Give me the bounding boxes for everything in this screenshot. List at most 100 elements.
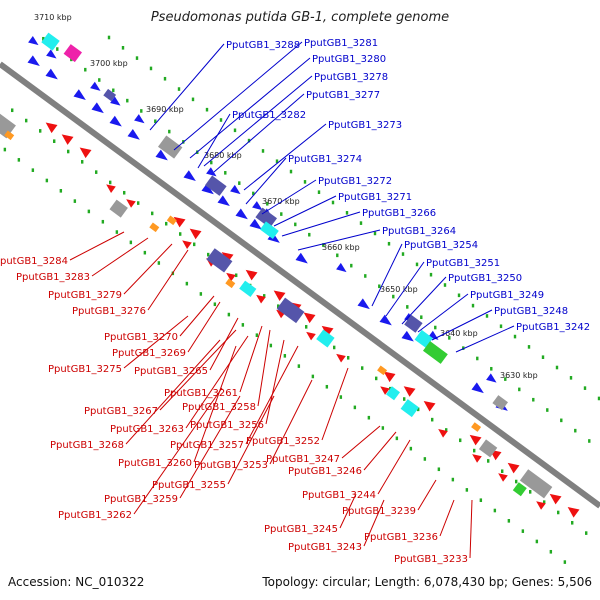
ruler-dot <box>476 356 479 361</box>
gene-label-leader <box>401 276 447 325</box>
ruler-dot <box>588 439 591 443</box>
gene-label-leader <box>469 499 473 559</box>
ruler-dot <box>518 387 521 392</box>
genome-summary-text: Topology: circular; Length: 6,078,430 bp… <box>262 575 592 589</box>
gene-label[interactable]: PputGB1_3265 <box>134 366 208 377</box>
gene-label[interactable]: PputGB1_3253 <box>194 460 268 471</box>
gene-label-leader <box>297 229 381 251</box>
gene-label-leader <box>245 157 287 205</box>
reverse-gene-arrow <box>173 216 186 228</box>
gene-label-leader <box>125 339 221 445</box>
gene-label[interactable]: PputGB1_3274 <box>288 154 362 165</box>
gene-label[interactable]: PputGB1_3251 <box>426 258 500 269</box>
gene-label[interactable]: PputGB1_3244 <box>302 490 376 501</box>
gene-label[interactable]: PputGB1_3272 <box>318 176 392 187</box>
ruler-dot <box>308 232 311 237</box>
reverse-gene-arrow <box>383 371 396 383</box>
gene-label[interactable]: PputGB1_3255 <box>152 480 226 491</box>
ruler-dot <box>67 149 70 154</box>
reverse-gene-arrow <box>256 294 266 304</box>
reverse-gene-arrow <box>182 240 192 249</box>
ruler-dot <box>434 325 437 330</box>
gene-label[interactable]: PputGB1_3270 <box>104 332 178 343</box>
gene-label[interactable]: PputGB1_3259 <box>104 494 178 505</box>
gene-label[interactable]: PputGB1_3262 <box>58 510 132 521</box>
ruler-dot <box>73 199 77 203</box>
reverse-gene-arrow <box>106 184 116 193</box>
gene-label[interactable]: PputGB1_3281 <box>304 38 378 49</box>
gene-label[interactable]: PputGB1_3243 <box>288 542 362 553</box>
gene-label-leader <box>149 43 225 131</box>
ruler-dot <box>247 138 251 143</box>
gene-label[interactable]: PputGB1_3278 <box>314 72 388 83</box>
ruler-dot <box>11 108 14 113</box>
gene-label[interactable]: PputGB1_3269 <box>112 348 186 359</box>
gene-label[interactable]: PputGB1_3279 <box>48 290 122 301</box>
forward-gene-arrow <box>295 252 308 264</box>
accession-text: Accession: NC_010322 <box>8 575 145 589</box>
ruler-dot <box>140 109 143 113</box>
ruler-dot <box>45 178 49 183</box>
gene-label-leader <box>273 195 337 227</box>
gene-label[interactable]: PputGB1_3288 <box>226 40 300 51</box>
gene-label[interactable]: PputGB1_3247 <box>266 454 340 465</box>
gene-label[interactable]: PputGB1_3242 <box>516 322 590 333</box>
reverse-gene-arrow <box>498 473 508 482</box>
gene-label-leader <box>179 295 215 337</box>
ruler-dot <box>294 222 297 227</box>
gene-label[interactable]: PputGB1_3254 <box>404 240 478 251</box>
gene-label[interactable]: PputGB1_3282 <box>232 110 306 121</box>
gene-label-leader <box>227 395 275 485</box>
gene-label[interactable]: PputGB1_3250 <box>448 273 522 284</box>
kbp-tick-label: 3710 kbp <box>34 13 72 22</box>
gene-label[interactable]: PputGB1_3277 <box>306 90 380 101</box>
gene-label[interactable]: PputGB1_3276 <box>72 306 146 317</box>
gene-label[interactable]: PputGB1_3284 <box>0 256 68 267</box>
gene-label[interactable]: PputGB1_3261 <box>164 388 238 399</box>
gene-label-leader <box>341 425 381 459</box>
ruler-dot <box>289 169 293 174</box>
gene-label[interactable]: PputGB1_3263 <box>110 424 184 435</box>
genome-backbone <box>0 61 600 509</box>
cog-feature-block <box>404 314 423 333</box>
forward-gene-arrow <box>252 201 263 211</box>
gene-label-leader <box>439 499 455 537</box>
gene-label[interactable]: PputGB1_3245 <box>264 524 338 535</box>
ruler-dot <box>395 436 399 441</box>
gene-label[interactable]: PputGB1_3248 <box>494 306 568 317</box>
ruler-dot <box>137 201 140 205</box>
gene-label[interactable]: PputGB1_3280 <box>312 54 386 65</box>
gene-label-leader <box>159 329 237 411</box>
gene-label[interactable]: PputGB1_3260 <box>118 458 192 469</box>
gene-label[interactable]: PputGB1_3236 <box>364 532 438 543</box>
gene-label[interactable]: PputGB1_3268 <box>50 440 124 451</box>
gene-label[interactable]: PputGB1_3257 <box>170 440 244 451</box>
ruler-dot <box>445 428 448 432</box>
ruler-dot <box>165 221 168 226</box>
cog-feature-block <box>63 44 82 63</box>
gene-label-leader <box>147 249 189 311</box>
gene-label[interactable]: PputGB1_3275 <box>48 364 122 375</box>
ruler-dot <box>403 397 406 401</box>
gene-label[interactable]: PputGB1_3258 <box>182 402 256 413</box>
gene-label[interactable]: PputGB1_3256 <box>190 420 264 431</box>
gene-label[interactable]: PputGB1_3249 <box>470 290 544 301</box>
gene-label[interactable]: PputGB1_3271 <box>338 192 412 203</box>
gene-label[interactable]: PputGB1_3233 <box>394 554 468 565</box>
gene-label[interactable]: PputGB1_3264 <box>382 226 456 237</box>
gene-label-leader <box>123 243 173 295</box>
gene-label[interactable]: PputGB1_3246 <box>288 466 362 477</box>
ruler-dot <box>303 180 307 184</box>
ruler-dot <box>557 510 560 515</box>
gene-label[interactable]: PputGB1_3267 <box>84 406 158 417</box>
gene-label-leader <box>69 231 125 261</box>
gene-label[interactable]: PputGB1_3283 <box>16 272 90 283</box>
gene-label-leader <box>197 113 231 169</box>
gene-label-leader <box>455 325 515 353</box>
gene-label[interactable]: PputGB1_3266 <box>362 208 436 219</box>
gene-label[interactable]: PputGB1_3273 <box>328 120 402 131</box>
ruler-dot <box>59 189 63 193</box>
reverse-gene-arrow <box>380 386 390 395</box>
ruler-dot <box>527 345 531 349</box>
gene-label[interactable]: PputGB1_3252 <box>246 436 320 447</box>
